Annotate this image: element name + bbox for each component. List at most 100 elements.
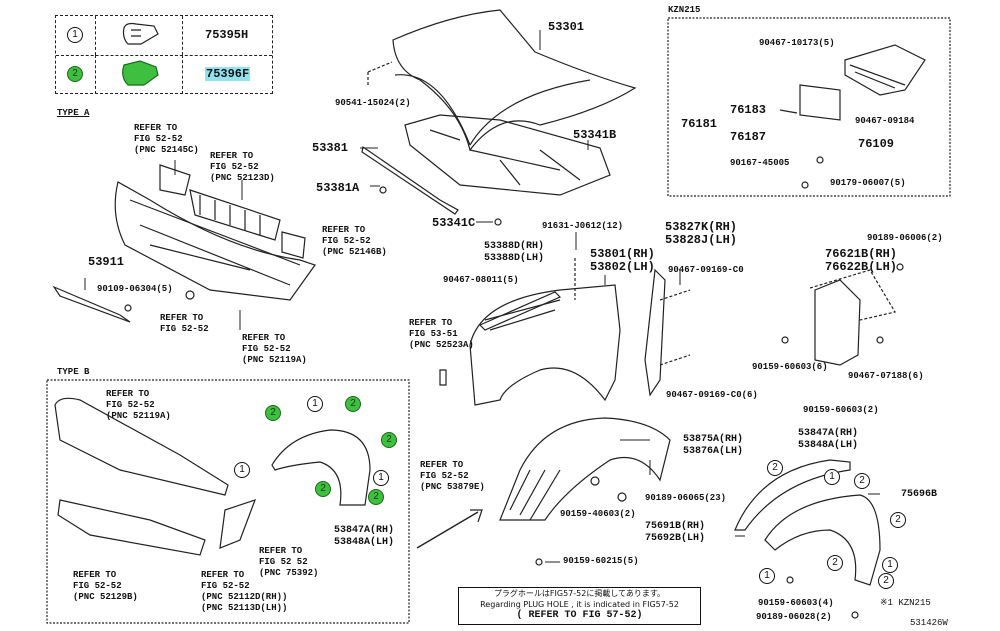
part-90159-40603[interactable]: 90159-40603(2): [560, 509, 636, 519]
legend-row-2: 2 75396F: [56, 55, 272, 94]
part-53301[interactable]: 53301: [548, 20, 585, 34]
part-90467-09184[interactable]: 90467-09184: [855, 116, 915, 126]
part-90467-07188[interactable]: 90467-07188(6): [848, 371, 924, 381]
ref-pnc-52523a[interactable]: REFER TO FIG 53-51 (PNC 52523A): [409, 318, 474, 350]
part-53341b[interactable]: 53341B: [573, 128, 617, 142]
grille-53911: [52, 285, 131, 323]
part-number-75395h[interactable]: 75395H: [205, 28, 249, 42]
ref-fig-52-52[interactable]: REFER TO FIG 52-52: [160, 313, 209, 334]
callout-1-icon: 1: [824, 469, 840, 485]
kzn215-frame: [667, 17, 951, 197]
part-90159-60603-6[interactable]: 90159-60603(6): [752, 362, 828, 372]
flare-75691: [734, 459, 851, 531]
callout-2-icon: 2: [381, 432, 397, 448]
part-75691b-75692b[interactable]: 75691B(RH) 75692B(LH): [645, 521, 706, 544]
part-75696b[interactable]: 75696B: [901, 489, 938, 500]
part-76183[interactable]: 76183: [730, 103, 767, 117]
ref-pnc-75392[interactable]: REFER TO FIG 52 52 (PNC 75392): [259, 546, 319, 578]
callout-2-icon: 2: [827, 555, 843, 571]
part-90189-06006[interactable]: 90189-06006(2): [867, 233, 943, 243]
ref-pnc-52112d-52113d[interactable]: REFER TO FIG 52-52 (PNC 52112D(RH)) (PNC…: [201, 570, 288, 613]
ref-pnc-52123d[interactable]: REFER TO FIG 52-52 (PNC 52123D): [210, 151, 275, 183]
under-cover-76109: [844, 44, 926, 96]
bumper-bracket-b: [281, 231, 306, 259]
fender-liner-53827: [644, 268, 666, 397]
part-90159-60215[interactable]: 90159-60215(5): [563, 556, 639, 566]
callout-2-icon: 2: [345, 396, 361, 412]
front-bumper-a: [114, 181, 316, 301]
mudguard-76621: [814, 279, 861, 366]
part-53381a[interactable]: 53381A: [316, 181, 360, 195]
callout-2-icon: 2: [767, 460, 783, 476]
part-90109-06304[interactable]: 90109-06304(5): [97, 284, 173, 294]
callout-2-icon: 2: [854, 473, 870, 489]
part-90159-60603-2[interactable]: 90159-60603(2): [803, 405, 879, 415]
callout-1-icon: 1: [234, 462, 250, 478]
part-90159-60603-4[interactable]: 90159-60603(4): [758, 598, 834, 608]
part-53911[interactable]: 53911: [88, 255, 125, 269]
part-90541-15024[interactable]: 90541-15024(2): [335, 98, 411, 108]
callout-1-icon: 1: [759, 568, 775, 584]
note-english: Regarding PLUG HOLE , it is indicated in…: [480, 600, 679, 609]
note-japanese: プラグホールはFIG57-52に掲載してあります。: [493, 589, 666, 598]
part-90167-45005[interactable]: 90167-45005: [730, 158, 790, 168]
ref-pnc-53879e[interactable]: REFER TO FIG 52-52 (PNC 53879E): [420, 460, 485, 492]
part-90467-08011[interactable]: 90467-08011(5): [443, 275, 519, 285]
callout-2-icon: 2: [368, 489, 384, 505]
part-76187[interactable]: 76187: [730, 130, 767, 144]
part-53827k-53828j[interactable]: 53827K(RH) 53828J(LH): [665, 220, 738, 247]
part-53847a-right[interactable]: 53847A(RH) 53848A(LH): [798, 428, 859, 451]
part-90189-06065[interactable]: 90189-06065(23): [645, 493, 727, 503]
fender-seal-53388: [478, 291, 562, 331]
clip-75395h-icon: [122, 22, 159, 45]
part-90467-09169-c0-6[interactable]: 90467-09169-C0(6): [666, 390, 758, 400]
part-53341c[interactable]: 53341C: [432, 216, 476, 230]
part-90467-09169-c0[interactable]: 90467-09169-C0: [668, 265, 744, 275]
figure-code: 531426W: [910, 618, 948, 628]
lower-bumper-b: [57, 499, 206, 556]
light-housing-76181: [799, 84, 841, 121]
part-90189-06028[interactable]: 90189-06028(2): [756, 612, 832, 622]
fender-53801: [469, 284, 621, 406]
ref-pnc-52119a-type-a[interactable]: REFER TO FIG 52-52 (PNC 52119A): [242, 333, 307, 365]
bolt-90109: [124, 304, 132, 312]
front-bumper-b: [54, 397, 229, 496]
bumper-bracket-c: [159, 164, 191, 196]
part-90467-10173[interactable]: 90467-10173(5): [759, 38, 835, 48]
type-a-label: TYPE A: [57, 108, 90, 118]
part-76181[interactable]: 76181: [681, 117, 718, 131]
legend-row-1: 1 75395H: [56, 16, 272, 56]
hood-53301: [392, 9, 637, 152]
hood-insulator: [404, 114, 611, 196]
part-53801-53802[interactable]: 53801(RH) 53802(LH): [590, 247, 655, 274]
callout-2-icon: 2: [265, 405, 281, 421]
callout-2-icon: 2: [890, 512, 906, 528]
callout-1-icon: 1: [882, 557, 898, 573]
part-76621b-76622b[interactable]: 76621B(RH) 76622B(LH): [825, 247, 898, 274]
view-arrow: [416, 511, 479, 549]
kzn215-label: KZN215: [668, 5, 701, 15]
ref-pnc-52146b[interactable]: REFER TO FIG 52-52 (PNC 52146B): [322, 225, 387, 257]
ref-pnc-52145c[interactable]: REFER TO FIG 52-52 (PNC 52145C): [134, 123, 199, 155]
part-53847a-type-b[interactable]: 53847A(RH) 53848A(LH): [334, 525, 395, 548]
inner-liner-53875: [499, 417, 671, 521]
kzn215-footnote: ※1 KZN215: [880, 598, 931, 608]
hood-seal-53381: [361, 145, 459, 215]
callout-1-icon: 1: [373, 470, 389, 486]
part-91631-j0612[interactable]: 91631-J0612(12): [542, 221, 624, 231]
part-76109[interactable]: 76109: [858, 137, 895, 151]
part-53381[interactable]: 53381: [312, 141, 349, 155]
note-refer-link[interactable]: ( REFER TO FIG 57-52): [516, 610, 643, 621]
clip-legend-table: 1 75395H 2 75396F: [55, 15, 273, 94]
bumper-reinforcement: [189, 189, 281, 241]
part-number-75396f[interactable]: 75396F: [205, 67, 251, 81]
ref-pnc-52119a-type-b[interactable]: REFER TO FIG 52-52 (PNC 52119A): [106, 389, 171, 421]
part-90179-06007[interactable]: 90179-06007(5): [830, 178, 906, 188]
fog-cover: [219, 499, 257, 549]
ref-pnc-52129b[interactable]: REFER TO FIG 52-52 (PNC 52129B): [73, 570, 138, 602]
part-53388d[interactable]: 53388D(RH) 53388D(LH): [484, 241, 545, 264]
callout-1-icon: 1: [307, 396, 323, 412]
part-53875a-53876a[interactable]: 53875A(RH) 53876A(LH): [683, 434, 744, 457]
type-b-frame: [46, 379, 410, 624]
